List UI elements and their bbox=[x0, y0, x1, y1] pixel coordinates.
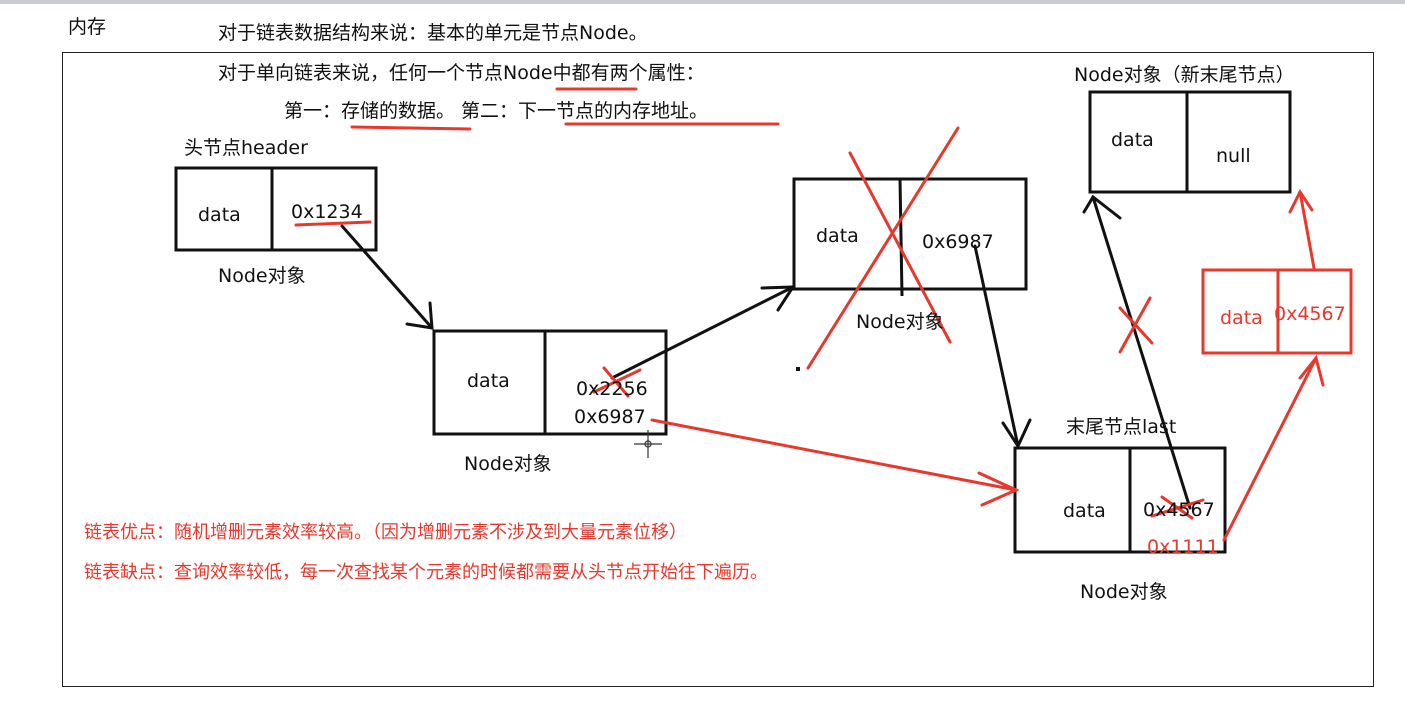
deleted-node-box bbox=[792, 177, 1028, 297]
last-node-label: 末尾节点last bbox=[1066, 416, 1177, 438]
node-2-box bbox=[432, 329, 668, 436]
new-tail-node-data: data bbox=[1111, 129, 1154, 151]
node-2-new-next: 0x6987 bbox=[574, 406, 646, 428]
new-tail-node-label: Node对象（新末尾节点） bbox=[1074, 64, 1295, 86]
deleted-node-next: 0x6987 bbox=[922, 231, 994, 253]
intro-line-1: 对于链表数据结构来说：基本的单元是节点Node。 bbox=[218, 22, 648, 44]
stray-mark bbox=[796, 367, 800, 371]
diagram-frame bbox=[62, 52, 1374, 687]
header-node-label: 头节点header bbox=[184, 137, 308, 159]
last-node-data: data bbox=[1063, 500, 1106, 522]
cons-note: 链表缺点：查询效率较低，每一次查找某个元素的时候都需要从头节点开始往下遍历。 bbox=[84, 562, 768, 583]
inserted-node-box bbox=[1201, 268, 1353, 355]
deleted-node-caption: Node对象 bbox=[856, 311, 944, 333]
inserted-node-data: data bbox=[1220, 307, 1263, 329]
top-bar bbox=[0, 0, 1405, 4]
last-node-old-next: 0x4567 bbox=[1143, 499, 1215, 521]
black-arrows bbox=[340, 194, 1192, 510]
node-2-data: data bbox=[467, 370, 510, 392]
node-2-caption: Node对象 bbox=[464, 453, 552, 475]
header-node-next: 0x1234 bbox=[291, 201, 363, 223]
deleted-node-data: data bbox=[816, 225, 859, 247]
last-node-box bbox=[1013, 446, 1227, 554]
pros-note: 链表优点：随机增删元素效率较高。（因为增删元素不涉及到大量元素位移） bbox=[84, 522, 687, 543]
intro-line-3: 第一：存储的数据。 第二：下一节点的内存地址。 bbox=[284, 100, 709, 122]
last-node-caption: Node对象 bbox=[1080, 581, 1168, 603]
header-node-caption: Node对象 bbox=[218, 265, 306, 287]
intro-line-2: 对于单向链表来说，任何一个节点Node中都有两个属性： bbox=[218, 62, 705, 84]
header-node-box bbox=[174, 166, 378, 252]
memory-title: 内存 bbox=[68, 16, 107, 38]
header-node-data: data bbox=[198, 204, 241, 226]
node-2-old-next: 0x2256 bbox=[576, 378, 648, 400]
inserted-node-next: 0x4567 bbox=[1274, 303, 1346, 325]
red-annotations bbox=[294, 87, 1325, 542]
cursor-icon bbox=[634, 430, 662, 458]
new-tail-node-next: null bbox=[1216, 145, 1251, 167]
new-tail-node-box bbox=[1088, 90, 1292, 194]
last-node-new-next: 0x1111 bbox=[1147, 536, 1219, 558]
